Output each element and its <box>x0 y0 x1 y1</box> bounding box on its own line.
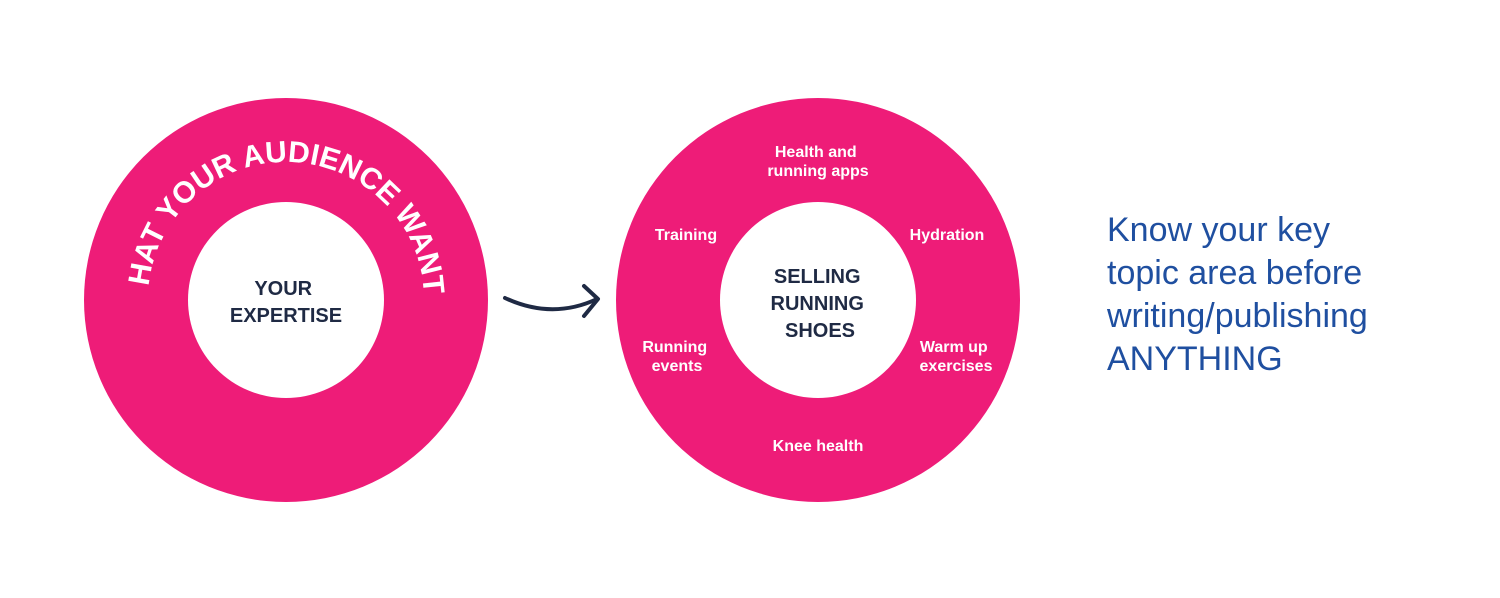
topic-knee-health: Knee health <box>773 438 864 455</box>
tagline-line: ANYTHING <box>1107 340 1283 378</box>
topic-health-apps: Health and running apps <box>767 144 868 180</box>
right-circle: SELLING RUNNING SHOES Health and running… <box>616 98 1020 502</box>
your-expertise-label: YOUR EXPERTISE <box>230 278 342 327</box>
tagline-line: topic area before <box>1107 254 1363 292</box>
right-inner-circle <box>720 202 916 398</box>
topic-running-events: Running events <box>642 339 711 375</box>
selling-running-shoes-label: SELLING RUNNING SHOES <box>771 266 870 342</box>
tagline: Know your key topic area before writing/… <box>1107 209 1487 381</box>
tagline-line: Know your key <box>1107 211 1330 249</box>
tagline-line: writing/publishing <box>1107 297 1368 335</box>
topic-training: Training <box>655 227 717 244</box>
topic-hydration: Hydration <box>910 227 985 244</box>
topic-warm-up: Warm up exercises <box>920 339 993 375</box>
left-circle: WHAT YOUR AUDIENCE WANTS YOUR EXPERTISE <box>0 0 488 502</box>
curved-arrow-right-icon <box>503 284 600 318</box>
left-inner-circle <box>188 202 384 398</box>
